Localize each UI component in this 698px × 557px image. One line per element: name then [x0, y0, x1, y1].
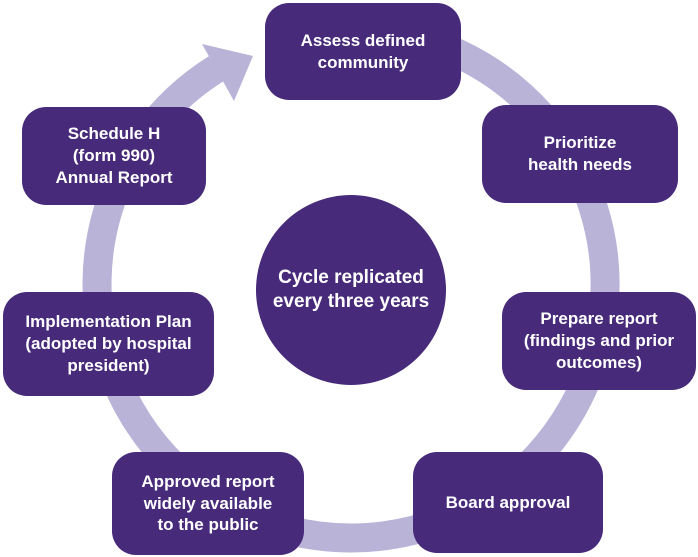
center-node-label: Cycle replicated every three years [272, 266, 430, 312]
center-node: Cycle replicated every three years [256, 195, 446, 385]
step-label: Board approval [445, 492, 571, 512]
step-box-prioritize-health-needs: Prioritize health needs [482, 105, 678, 203]
step-label: Prioritize health needs [528, 133, 632, 174]
step-label: Approved report widely available to the … [141, 471, 275, 535]
arrowhead-icon [202, 44, 253, 101]
step-box-prepare-report: Prepare report (findings and prior outco… [502, 292, 696, 390]
step-box-implementation-plan: Implementation Plan (adopted by hospital… [3, 292, 214, 396]
step-box-assess-defined-community: Assess defined community [265, 3, 461, 100]
step-label: Implementation Plan (adopted by hospital… [25, 312, 192, 375]
step-box-schedule-h-annual-report: Schedule H (form 990) Annual Report [22, 107, 206, 205]
step-label: Assess defined community [300, 30, 426, 72]
step-label: Schedule H (form 990) Annual Report [55, 124, 173, 187]
step-box-approved-report-public: Approved report widely available to the … [112, 452, 304, 555]
step-label: Prepare report (findings and prior outco… [523, 309, 675, 372]
step-box-board-approval: Board approval [413, 452, 603, 553]
